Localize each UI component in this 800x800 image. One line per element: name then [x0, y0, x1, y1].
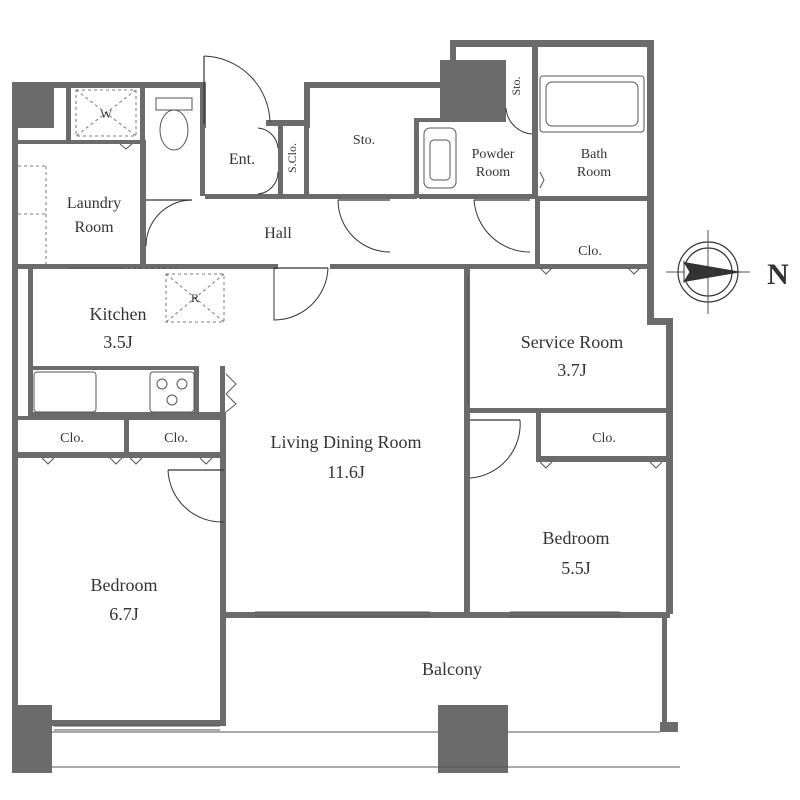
closet-left-2-label: Clo.: [164, 431, 188, 446]
closet-right-label: Clo.: [592, 431, 616, 446]
small-storage-label: Sto.: [509, 76, 523, 95]
laundry-room-label-1: Laundry: [67, 195, 121, 212]
compass-north-label: N: [767, 258, 789, 291]
hall-label: Hall: [264, 225, 292, 242]
balcony-label: Balcony: [422, 659, 482, 679]
windows: [18, 143, 680, 768]
bath-room-label-2: Room: [577, 165, 611, 180]
living-room-size-label: 11.6J: [327, 462, 365, 482]
bath-room-label-1: Bath: [581, 147, 607, 162]
service-room-label: Service Room: [521, 332, 623, 352]
living-room-label: Living Dining Room: [270, 432, 421, 452]
fixtures: [33, 75, 645, 413]
bedroom-left-label: Bedroom: [91, 575, 158, 595]
service-room-size-label: 3.7J: [557, 360, 587, 380]
outer-walls: [12, 40, 678, 773]
entrance-label: Ent.: [229, 151, 255, 168]
closet-left-1-label: Clo.: [60, 431, 84, 446]
powder-room-label-2: Room: [476, 165, 510, 180]
powder-room-label-1: Powder: [472, 147, 515, 162]
room-labels: W Laundry Room Ent. S.Clo. Sto. Sto. Pow…: [60, 76, 623, 679]
fridge-label: R: [191, 291, 199, 305]
bedroom-right-label: Bedroom: [543, 528, 610, 548]
washer-label: W: [100, 107, 112, 121]
bedroom-left-size-label: 6.7J: [109, 604, 139, 624]
shoe-closet-label: S.Clo.: [285, 143, 299, 173]
doors: [145, 55, 533, 523]
compass-rose-icon: N: [666, 230, 789, 314]
service-closet-label: Clo.: [578, 244, 602, 259]
laundry-room-label-2: Room: [74, 219, 114, 236]
interior-walls: [18, 44, 670, 726]
kitchen-size-label: 3.5J: [103, 332, 133, 352]
storage-label: Sto.: [353, 133, 375, 148]
kitchen-label: Kitchen: [90, 304, 147, 324]
bedroom-right-size-label: 5.5J: [561, 558, 591, 578]
